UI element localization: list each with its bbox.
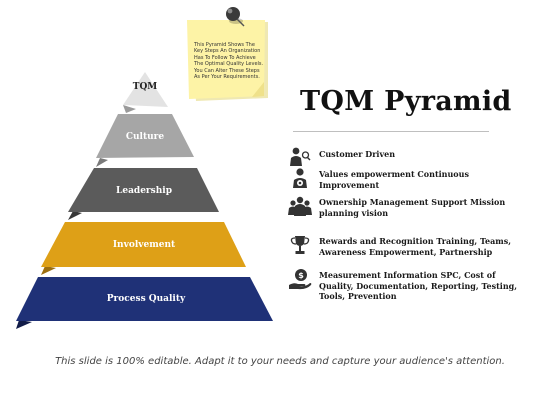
list-item-label: Ownership Management Support Mission pla… xyxy=(319,197,506,218)
svg-text:$: $ xyxy=(298,271,304,280)
list-item-label: Values empowerment Continuous Improvemen… xyxy=(319,169,469,190)
list-item-label: Rewards and Recognition Training, Teams,… xyxy=(319,236,512,257)
tier-label-involvement: Involvement xyxy=(112,240,176,250)
push-pin-icon xyxy=(226,7,245,27)
sticky-note-text: This Pyramid Shows The Key Steps An Orga… xyxy=(194,42,264,81)
pyramid-tier-tqm xyxy=(123,72,168,113)
pyramid-tier-leadership xyxy=(68,168,219,220)
trophy-icon xyxy=(290,236,310,254)
empowerment-icon xyxy=(293,168,307,188)
tier-label-tqm: TQM xyxy=(132,82,158,92)
sticky-note xyxy=(187,20,268,101)
page-title: TQM Pyramid xyxy=(300,86,512,117)
tier-label-process-quality: Process Quality xyxy=(106,294,186,304)
pyramid-tier-process-quality xyxy=(16,277,273,329)
footer-caption: This slide is 100% editable. Adapt it to… xyxy=(55,356,505,367)
tier-label-culture: Culture xyxy=(125,132,165,142)
tier-label-leadership: Leadership xyxy=(116,186,172,196)
list-item-label: Customer Driven xyxy=(319,149,396,159)
money-hand-icon: $ xyxy=(289,269,312,290)
list-item-label: Measurement Information SPC, Cost of Qua… xyxy=(319,270,518,301)
title-divider xyxy=(293,131,489,132)
customer-icon xyxy=(290,147,311,166)
pyramid-tier-involvement xyxy=(41,222,246,275)
pyramid-tier-culture xyxy=(96,114,194,167)
team-icon xyxy=(288,196,312,216)
